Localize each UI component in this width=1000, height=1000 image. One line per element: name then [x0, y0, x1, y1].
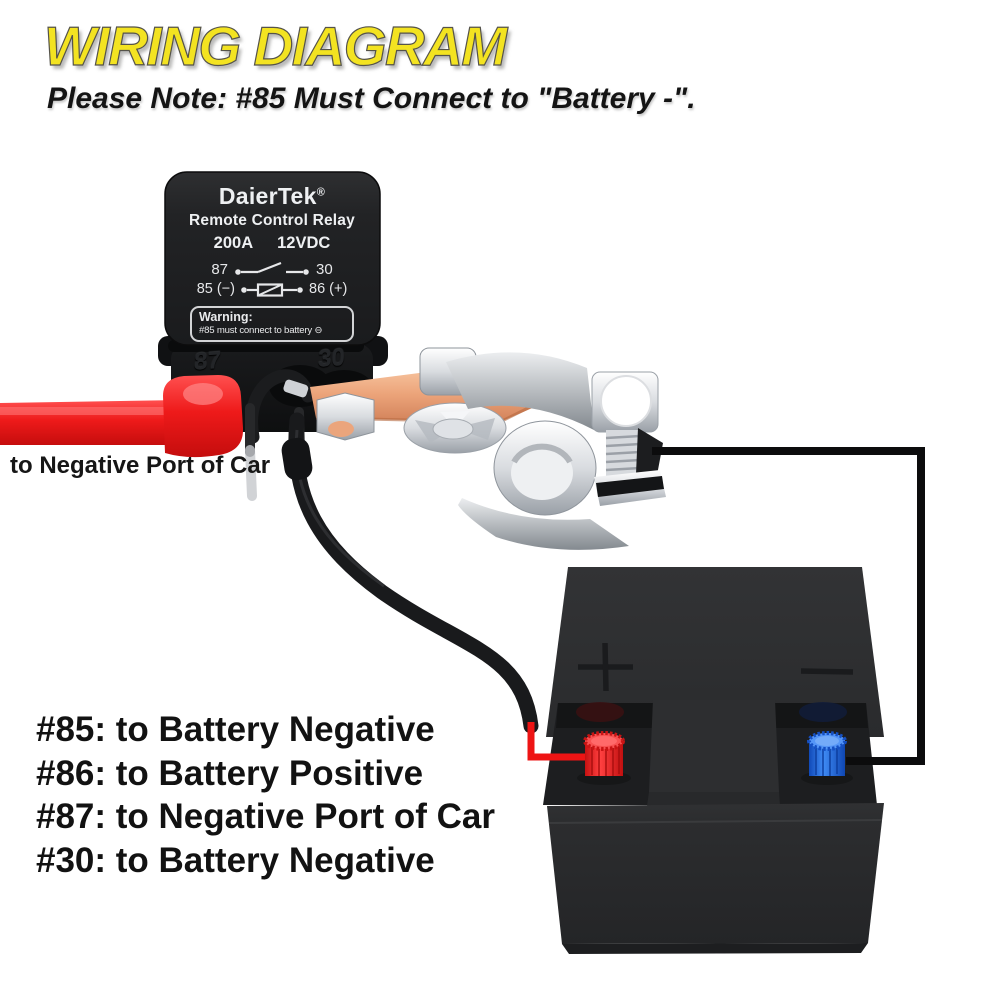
black-wire-negative-to-clamp: [652, 447, 925, 765]
battery-center-tab: [649, 700, 779, 792]
cable-boot: [281, 437, 313, 481]
coil-symbol: [241, 282, 303, 297]
copper-stud-center: [328, 421, 354, 437]
relay-body: [164, 171, 381, 346]
wire-crimp: [283, 379, 309, 398]
relay-current-rating: 200A: [213, 234, 254, 253]
switch-terminal-87: 87: [211, 260, 228, 278]
red-wire-to-positive: [527, 722, 586, 761]
legend-item-87: #87: to Negative Port of Car: [36, 797, 495, 836]
case-terminal-87-label: 87: [193, 347, 222, 376]
battery-front-face: [547, 803, 884, 944]
clamp-lower-jaw: [458, 498, 629, 550]
red-cable-87: [0, 375, 244, 458]
relay-voltage-rating: 12VDC: [277, 234, 331, 253]
battery-positive-knob: [577, 731, 631, 785]
battery-positive-symbol: [578, 642, 633, 692]
red-boot-terminal-87: [163, 375, 244, 458]
warning-text: #85 must connect to battery ⊖: [199, 325, 323, 337]
legend-item-30: #30: to Battery Negative: [36, 840, 435, 880]
page-subtitle: Please Note: #85 Must Connect to "Batter…: [47, 82, 696, 115]
battery-negative-knob: [801, 731, 853, 785]
coil-wires: [245, 369, 539, 734]
coil-terminal-86: 86 (+): [309, 281, 348, 298]
coil-terminal-85: 85 (−): [196, 281, 235, 298]
legend-item-86: #86: to Battery Positive: [36, 753, 424, 793]
warning-title: Warning:: [199, 309, 253, 324]
case-terminal-30-label: 30: [317, 344, 346, 373]
relay-brand-name: DaierTek: [218, 183, 317, 209]
clamp-block-hole: [600, 375, 652, 427]
relay-brand: DaierTek®: [166, 183, 378, 209]
battery-bottom-strip: [562, 943, 868, 954]
battery-negative-symbol: [800, 668, 854, 675]
clamp-upper-arm: [446, 352, 594, 430]
switch-terminal-30: 30: [316, 260, 333, 278]
registered-trademark: ®: [316, 186, 326, 199]
relay-warning-box: Warning: #85 must connect to battery ⊖: [190, 305, 354, 343]
page-title: WIRING DIAGRAM: [43, 14, 507, 77]
red-cable-annotation: to Negative Port of Car: [10, 452, 271, 479]
clamp-ring-hole: [511, 446, 573, 500]
relay-faceplate: DaierTek® Remote Control Relay 200A 12VD…: [166, 183, 378, 343]
relay-coil-schematic: 85 (−) 86 (+): [166, 281, 378, 298]
battery-terminal-clamp: [403, 347, 666, 550]
switch-symbol: [235, 262, 309, 276]
legend-item-85: #85: to Battery Negative: [36, 710, 435, 749]
relay-ratings: 200A 12VDC: [166, 234, 378, 253]
relay-switch-schematic: 87 30: [166, 260, 378, 278]
red-cable: [0, 400, 184, 445]
battery-top-face: [546, 567, 884, 737]
relay-product-name: Remote Control Relay: [189, 212, 355, 230]
terminal-legend: #85: to Battery Negative #86: to Battery…: [36, 708, 495, 882]
clear-wire-1-tip: [245, 445, 257, 501]
car-battery: [543, 567, 884, 954]
